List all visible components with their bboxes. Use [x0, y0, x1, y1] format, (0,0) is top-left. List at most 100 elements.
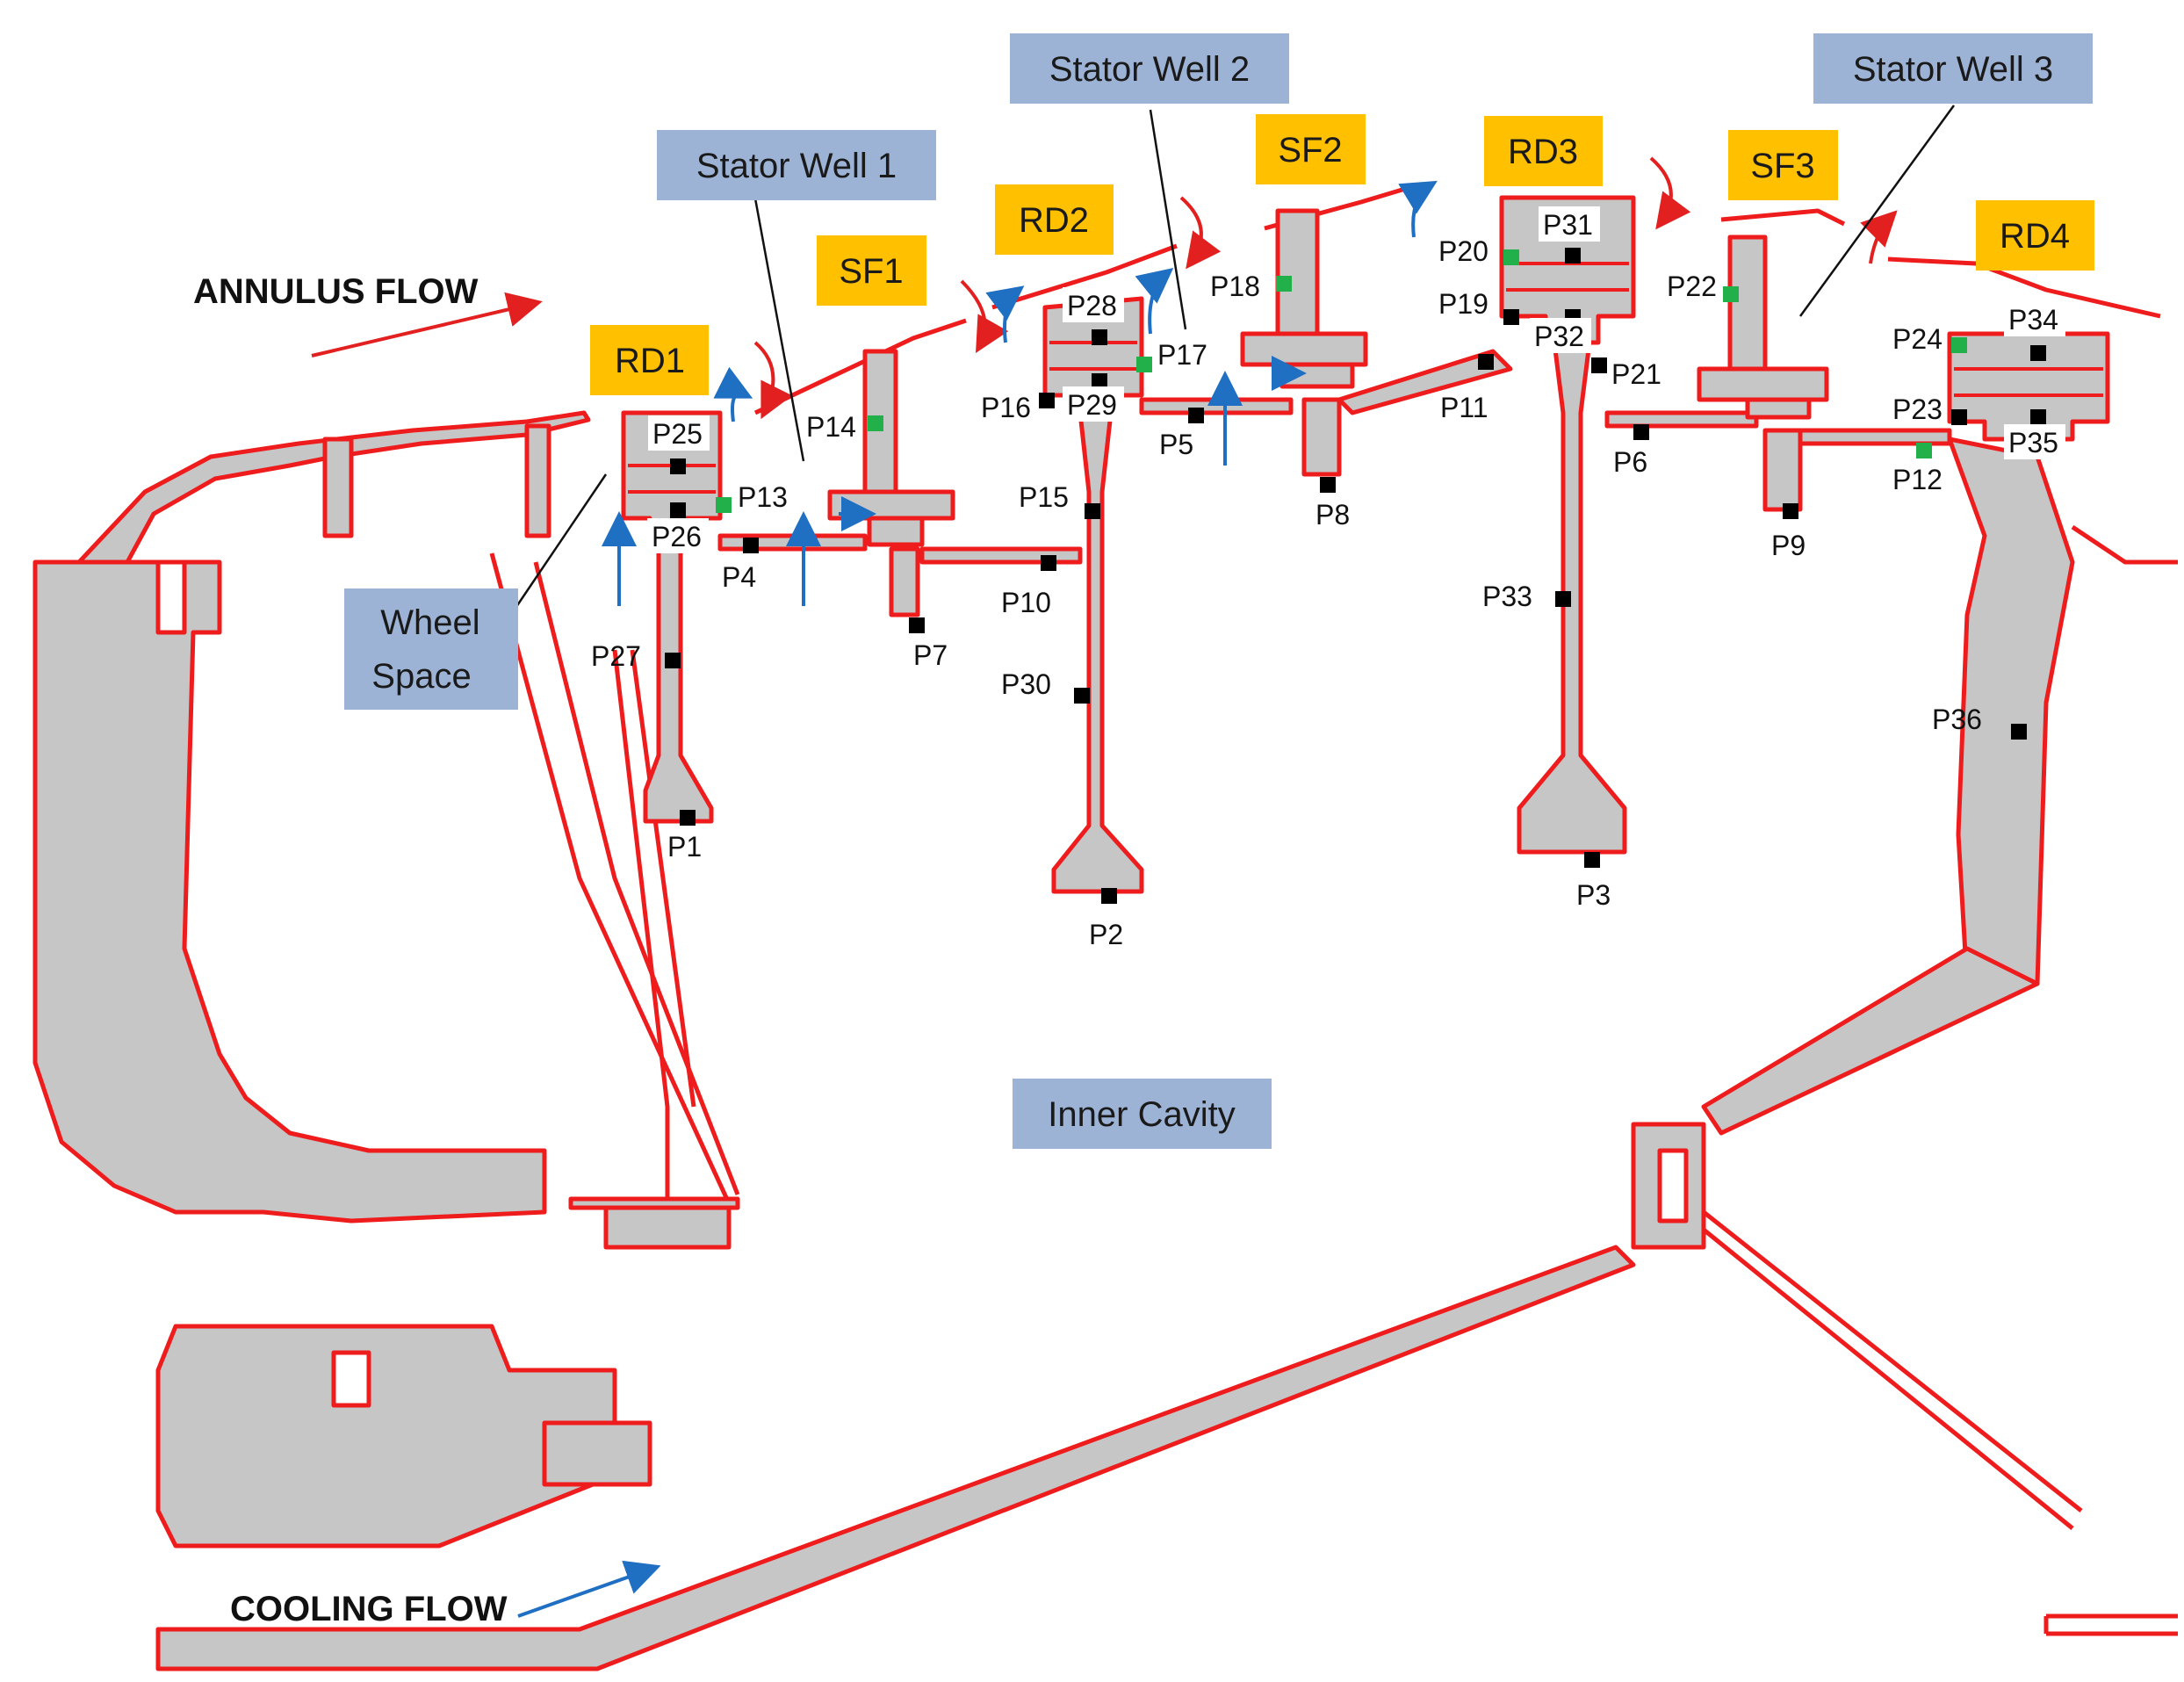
red-arrow-rd3 [1649, 156, 1691, 230]
probe-label-p25: P25 [652, 418, 703, 450]
casing-stage1 [753, 318, 967, 415]
sf3-box: SF3 [1728, 130, 1838, 200]
rear-strut-diagonal [1702, 1210, 2083, 1530]
rd2-box: RD2 [995, 184, 1114, 255]
stator-well-2-box: Stator Well 2 [1010, 33, 1289, 104]
sf2-seal [1279, 362, 1355, 389]
rd4-box: RD4 [1976, 200, 2094, 271]
rd4-disc [1947, 331, 2110, 442]
annulus-flow-arrow [311, 292, 543, 357]
probe-label-p15: P15 [1019, 481, 1069, 513]
rd1-label: RD1 [615, 342, 685, 380]
stator-well-1-label: Stator Well 1 [696, 147, 897, 185]
sf1-label: SF1 [839, 252, 903, 291]
sf1-box: SF1 [817, 235, 926, 306]
probe-marker-p25 [670, 458, 686, 474]
probe-label-p3: P3 [1576, 879, 1611, 911]
rear-cone-arm [1701, 946, 2040, 1136]
region-leader-lines [503, 105, 1956, 624]
sf1-foot [889, 546, 920, 617]
cooling-duct [155, 1245, 1636, 1671]
probe-marker-p31 [1565, 248, 1581, 263]
stator-well-3-label: Stator Well 3 [1853, 50, 2053, 89]
probe-marker-p28 [1092, 329, 1107, 345]
rim-seal-arrows [713, 180, 1438, 422]
cooling-flow-label: COOLING FLOW [230, 1590, 508, 1628]
probe-label-p28: P28 [1067, 290, 1117, 321]
sf2-vane [1275, 208, 1320, 336]
probe-marker-p11 [1478, 354, 1494, 370]
probe-label-p26: P26 [652, 521, 702, 552]
rotor-stator-structure [32, 186, 2178, 1671]
drum-5-6 [1798, 428, 1952, 446]
probe-label-p36: P36 [1932, 704, 1982, 735]
probe-label-p20: P20 [1438, 235, 1488, 267]
probe-marker-p26 [670, 502, 686, 518]
probe-marker-p18 [1276, 276, 1292, 292]
probe-markers [665, 248, 2046, 904]
probe-label-p35: P35 [2008, 427, 2058, 458]
bearing-assembly [155, 1324, 617, 1548]
probe-label-p9: P9 [1771, 530, 1806, 561]
probe-label-p30: P30 [1001, 668, 1051, 700]
probe-label-p29: P29 [1067, 389, 1117, 421]
probe-marker-p36 [2011, 724, 2027, 740]
probe-label-p31: P31 [1543, 209, 1593, 241]
rd1-bore [643, 542, 714, 824]
probe-marker-p34 [2030, 345, 2046, 361]
rd3-label: RD3 [1508, 133, 1578, 171]
probe-label-p18: P18 [1210, 271, 1260, 302]
drum-4-5 [1604, 410, 1759, 429]
wheel-space-label-1: Wheel [380, 603, 479, 642]
probe-marker-p1 [680, 810, 696, 826]
probe-marker-p3 [1584, 852, 1600, 868]
probe-marker-p2 [1101, 888, 1117, 904]
probe-label-p27: P27 [591, 640, 641, 672]
probe-marker-p6 [1633, 424, 1649, 440]
sf3-seal [1745, 397, 1812, 420]
cooling-flow-arrow [517, 1560, 661, 1618]
probe-label-p17: P17 [1157, 339, 1207, 371]
rd1-drum [717, 533, 868, 552]
probe-label-p11: P11 [1440, 392, 1488, 423]
drive-cone-inner [612, 649, 696, 1203]
sf3-shroud [1697, 366, 1829, 402]
sf2-label: SF2 [1278, 131, 1342, 170]
probe-label-plates [647, 206, 2065, 553]
probe-label-p21: P21 [1611, 358, 1661, 390]
probe-marker-p10 [1041, 555, 1056, 571]
probe-marker-p24 [1951, 337, 1967, 353]
probe-marker-p4 [743, 538, 759, 553]
probe-marker-p19 [1503, 309, 1519, 325]
drum-2-3 [1139, 397, 1294, 415]
stator-well-3-box: Stator Well 3 [1813, 33, 2093, 104]
drive-cone-outer [489, 552, 740, 1205]
probe-labels: P1 P2 P3 P4 P5 P6 P7 P8 P9 P10 P11 P12 P… [591, 209, 2058, 950]
inner-cavity-box: Inner Cavity [1013, 1079, 1272, 1149]
probe-marker-p27 [665, 653, 681, 668]
probe-label-p19: P19 [1438, 288, 1488, 320]
probe-label-p6: P6 [1613, 446, 1647, 478]
probe-label-p23: P23 [1892, 393, 1943, 425]
probe-marker-p30 [1074, 688, 1090, 704]
sf2-box: SF2 [1256, 114, 1366, 184]
probe-label-p14: P14 [806, 411, 856, 443]
sf2-foot [1301, 397, 1342, 477]
red-arrow-rd2 [1179, 196, 1222, 270]
red-arrow-rd4 [1860, 210, 1898, 264]
probe-label-p7: P7 [913, 639, 948, 671]
probe-label-p24: P24 [1892, 323, 1943, 355]
probe-marker-p12 [1916, 443, 1932, 458]
wheel-space-label-2: Space [371, 657, 471, 696]
red-arrow-sf1 [960, 279, 1009, 353]
rear-right-tail [2043, 1613, 2178, 1636]
probe-label-p4: P4 [722, 561, 756, 593]
probe-label-p8: P8 [1315, 499, 1350, 531]
probe-marker-p14 [868, 415, 883, 431]
probe-marker-p13 [716, 497, 732, 513]
probe-marker-p21 [1591, 357, 1607, 373]
probe-label-p5: P5 [1159, 429, 1193, 460]
rd4-label: RD4 [2000, 217, 2070, 256]
probe-marker-p8 [1320, 477, 1336, 493]
